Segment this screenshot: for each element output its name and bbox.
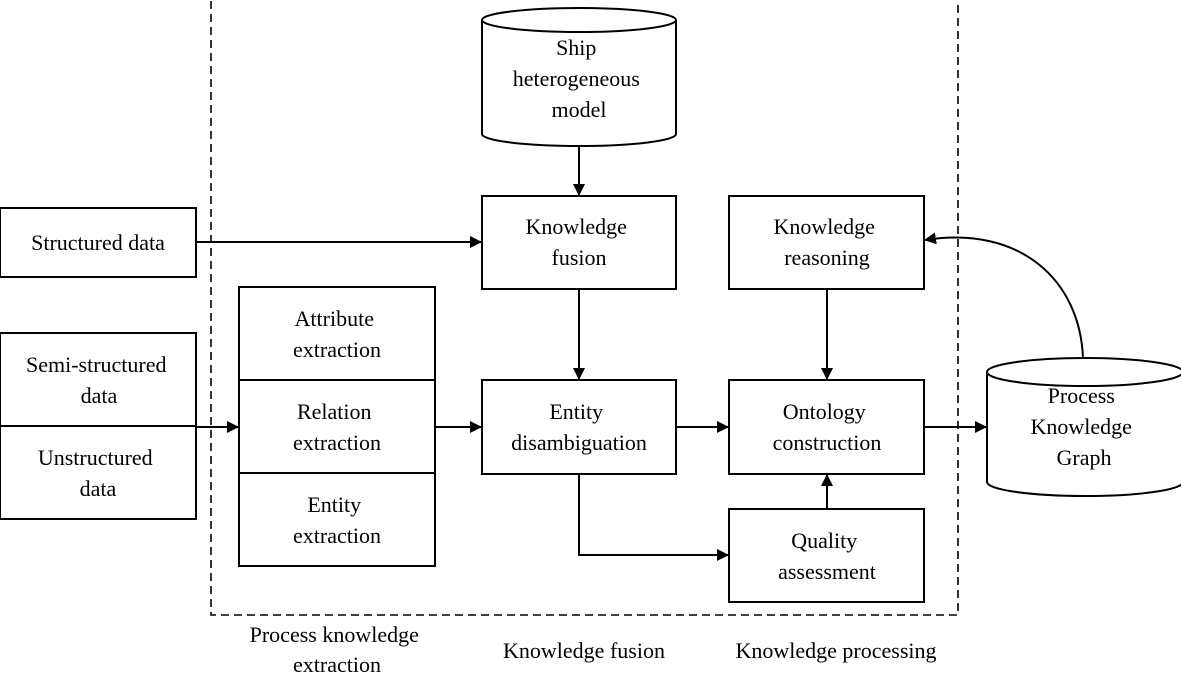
entity-disambiguation-label: Entity disambiguation xyxy=(511,399,647,455)
stage-label-processing: Knowledge processing xyxy=(735,638,936,663)
entity-extraction-label: Entity extraction xyxy=(293,492,381,548)
attribute-extraction-label: Attribute extraction xyxy=(293,306,381,362)
process-knowledge-graph-label: Process Knowledge Graph xyxy=(1031,383,1138,470)
quality-assessment-label: Quality assessment xyxy=(778,528,876,584)
structured-data-box xyxy=(0,207,197,278)
knowledge-reasoning-box xyxy=(728,195,925,290)
knowledge-fusion-label: Knowledge fusion xyxy=(526,214,633,270)
process-knowledge-graph-database xyxy=(986,357,1181,497)
ship-model-label: Ship heterogeneous model xyxy=(513,35,646,122)
ontology-construction-label: Ontology construction xyxy=(773,399,882,455)
quality-assessment-box xyxy=(728,508,925,603)
structured-data-label: Structured data xyxy=(31,230,165,255)
stage-label-extraction: Process knowledge extraction xyxy=(250,622,425,677)
ontology-construction-box xyxy=(728,379,925,475)
arrow-graph-to-reasoning xyxy=(924,232,1084,359)
system-boundary xyxy=(210,0,959,616)
knowledge-reasoning-label: Knowledge reasoning xyxy=(774,214,881,270)
relation-extraction-label: Relation extraction xyxy=(293,399,381,455)
ship-model-database xyxy=(481,7,677,147)
unstructured-data-label: Unstructured data xyxy=(38,445,158,501)
extraction-stack xyxy=(238,286,436,567)
stage-label-fusion: Knowledge fusion xyxy=(503,638,665,663)
entity-disambiguation-box xyxy=(481,379,677,475)
knowledge-fusion-box xyxy=(481,195,677,290)
semi-structured-data-label: Semi-structured data xyxy=(26,352,172,408)
arrow-disambiguation-to-quality xyxy=(578,474,729,561)
